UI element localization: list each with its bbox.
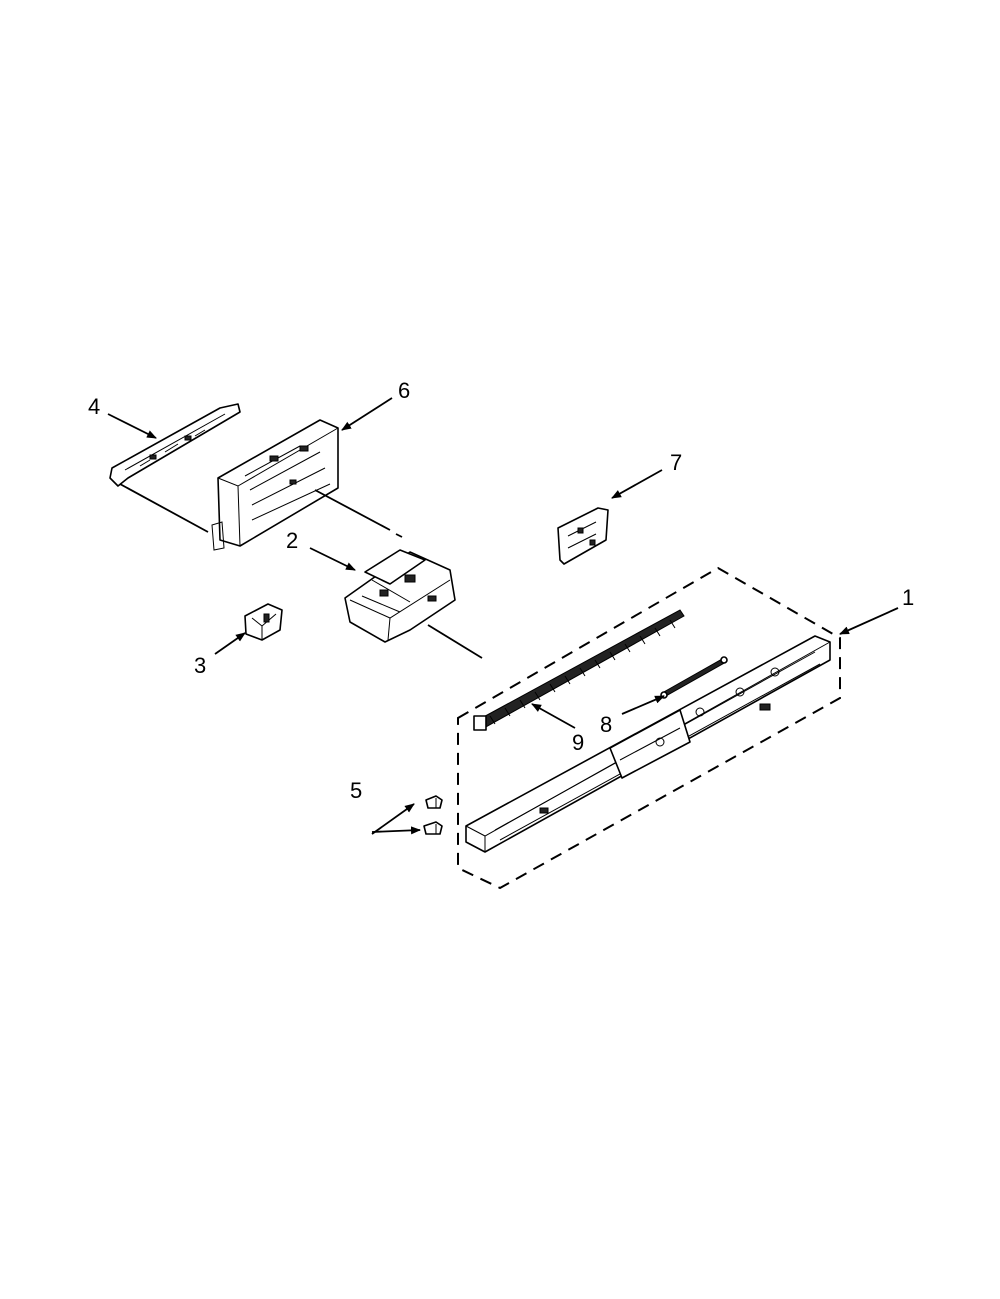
leader-9 [531, 703, 576, 729]
leader-1 [839, 607, 899, 635]
callout-5: 5 [350, 778, 363, 803]
callout-leaders [107, 397, 899, 835]
callout-4: 4 [88, 394, 101, 419]
callout-1: 1 [902, 585, 915, 610]
callout-7: 7 [670, 450, 683, 475]
leader-6 [341, 397, 393, 431]
leader-5a [371, 826, 421, 835]
part-2-carriage [344, 549, 483, 659]
part-4-bracket [109, 403, 241, 533]
leader-3 [214, 632, 246, 655]
part-9-spring [473, 609, 685, 731]
part-6-housing [211, 419, 403, 551]
callout-9: 9 [572, 730, 585, 755]
part-1-rail-assembly [457, 566, 841, 890]
callout-8: 8 [600, 712, 613, 737]
part-3-clip [244, 603, 283, 641]
callout-2: 2 [286, 528, 299, 553]
leader-4 [107, 413, 157, 439]
leader-7 [611, 469, 663, 499]
leader-5b [371, 803, 415, 835]
callout-3: 3 [194, 653, 207, 678]
callout-6: 6 [398, 378, 411, 403]
part-7-plate [557, 507, 609, 565]
leader-8 [621, 695, 665, 715]
leader-2 [309, 547, 356, 571]
part-5-screws [423, 795, 443, 835]
